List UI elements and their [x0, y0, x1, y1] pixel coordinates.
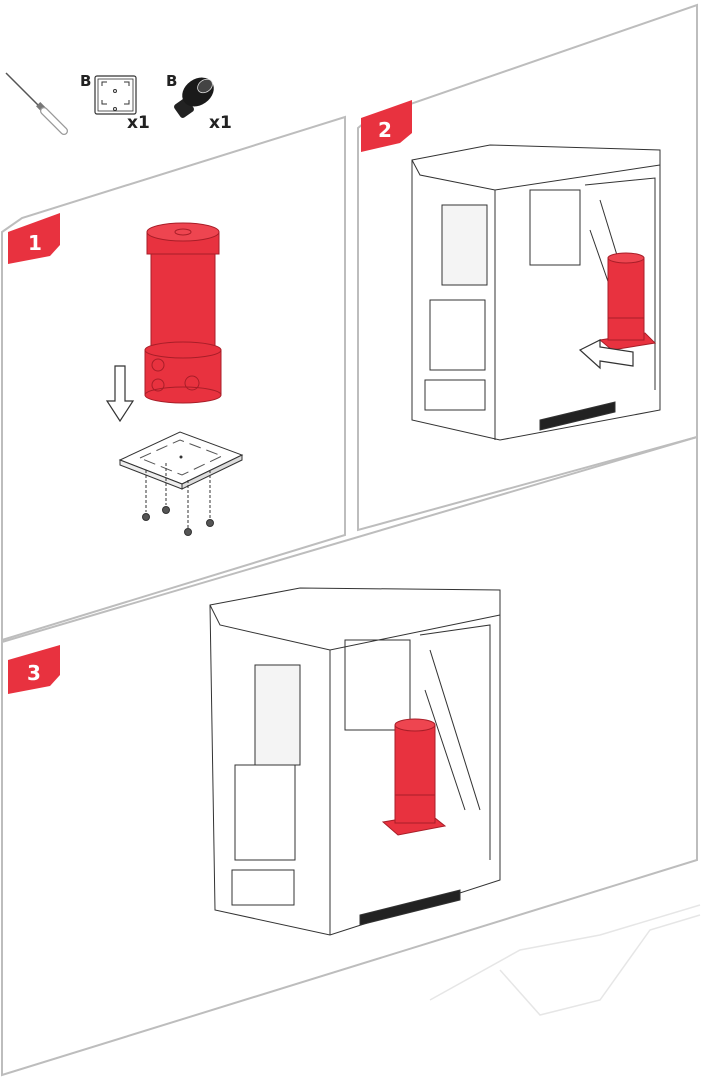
down-arrow-icon [107, 366, 133, 421]
decorative-background-lines [430, 905, 700, 1015]
part-b-label-2: B [166, 72, 177, 90]
pc-case-step-3 [210, 588, 500, 935]
pump-bracket-icon [95, 76, 136, 114]
svg-text:1: 1 [28, 231, 42, 255]
svg-text:3: 3 [27, 661, 41, 685]
screwdriver-icon [6, 73, 64, 131]
pump-bracket [120, 432, 242, 489]
part-b-label: B [80, 72, 91, 90]
step-2-badge: 2 [361, 100, 412, 152]
part-screw-qty: x1 [209, 113, 232, 133]
thumb-screw-icon [173, 72, 220, 120]
step-3-badge: 3 [8, 645, 60, 694]
step-1-badge: 1 [8, 213, 60, 264]
part-bracket-qty: x1 [127, 113, 150, 133]
pump-reservoir [145, 223, 221, 403]
svg-text:2: 2 [378, 118, 392, 142]
